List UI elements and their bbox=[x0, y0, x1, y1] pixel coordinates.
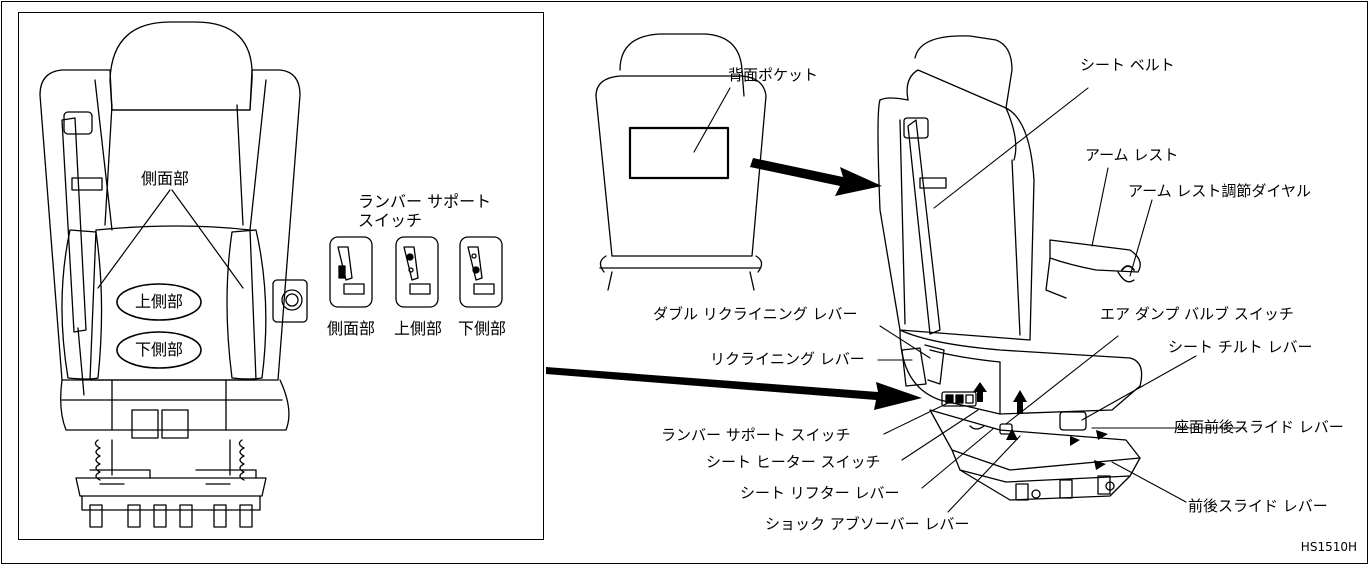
shock-absorber-lever-label: ショック アブソーバー レバー bbox=[765, 515, 970, 533]
upper-side-label: 上側部 bbox=[134, 292, 183, 311]
air-damper-switch-label: エア ダンプ バルブ スイッチ bbox=[1100, 305, 1294, 323]
switch-label-upper: 上側部 bbox=[394, 319, 443, 338]
arm-rest-label: アーム レスト bbox=[1085, 146, 1179, 164]
seat-slide-lever-label: 座面前後スライド レバー bbox=[1174, 418, 1344, 436]
leader-lines bbox=[693, 87, 1247, 513]
lumbar-switch-title-line1: ランバー サポート bbox=[358, 192, 492, 211]
figure-code: HS1510H bbox=[1300, 540, 1357, 554]
arrow-upper bbox=[750, 158, 882, 196]
seat-heater-switch-label: シート ヒーター スイッチ bbox=[706, 453, 881, 471]
side-seat-drawing bbox=[877, 35, 1143, 501]
front-view-panel bbox=[18, 12, 544, 540]
reclining-lever-label: リクライニング レバー bbox=[710, 350, 865, 368]
lumbar-switch-title-line2: スイッチ bbox=[358, 211, 423, 230]
seat-lifter-lever-label: シート リフター レバー bbox=[740, 484, 900, 502]
back-pocket-label: 背面ポケット bbox=[728, 66, 819, 84]
lower-side-label: 下側部 bbox=[134, 340, 183, 359]
front-rear-slide-lever-label: 前後スライド レバー bbox=[1188, 497, 1328, 515]
lumbar-switch-title: ランバー サポート スイッチ bbox=[358, 192, 491, 230]
seat-belt-label: シート ベルト bbox=[1080, 56, 1175, 74]
double-reclining-lever-label: ダブル リクライニング レバー bbox=[653, 305, 858, 323]
switch-label-side: 側面部 bbox=[327, 319, 376, 338]
lumbar-switch-icons bbox=[329, 236, 503, 308]
arrow-lower bbox=[546, 367, 922, 410]
arm-rest-dial-label: アーム レスト調節ダイヤル bbox=[1128, 182, 1311, 200]
side-section-label: 側面部 bbox=[141, 169, 190, 188]
seat-tilt-lever-label: シート チルト レバー bbox=[1168, 338, 1313, 356]
switch-label-lower: 下側部 bbox=[458, 319, 507, 338]
motion-arrows bbox=[973, 382, 1108, 470]
back-view-drawing bbox=[595, 33, 767, 291]
front-seat-drawing bbox=[39, 21, 308, 528]
lumbar-support-switch-label: ランバー サポート スイッチ bbox=[661, 426, 851, 444]
direction-arrows bbox=[546, 158, 922, 410]
